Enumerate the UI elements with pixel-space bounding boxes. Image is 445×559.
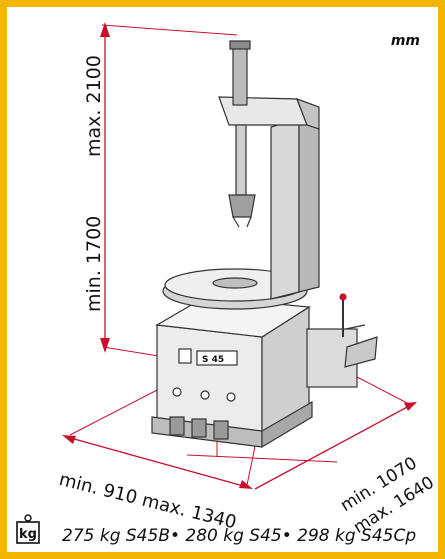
machine-illustration [151,40,378,449]
height-min-label: min. 1700 [83,215,105,312]
svg-text:kg: kg [19,527,37,542]
model-badge [196,350,238,366]
drawing-panel: mm [7,7,438,552]
unit-label: mm [390,33,420,49]
depth-dimension-line [254,404,412,490]
height-max-label: max. 2100 [83,55,105,157]
weight-text: 275 kg S45B• 280 kg S45• 298 kg S45Cp [62,526,417,546]
model-label: S 45 [202,355,224,365]
width-dimension-line [66,436,248,488]
tyre-changer-drawing: S 45 [62,22,417,490]
kg-weight-icon: kg [16,514,40,544]
